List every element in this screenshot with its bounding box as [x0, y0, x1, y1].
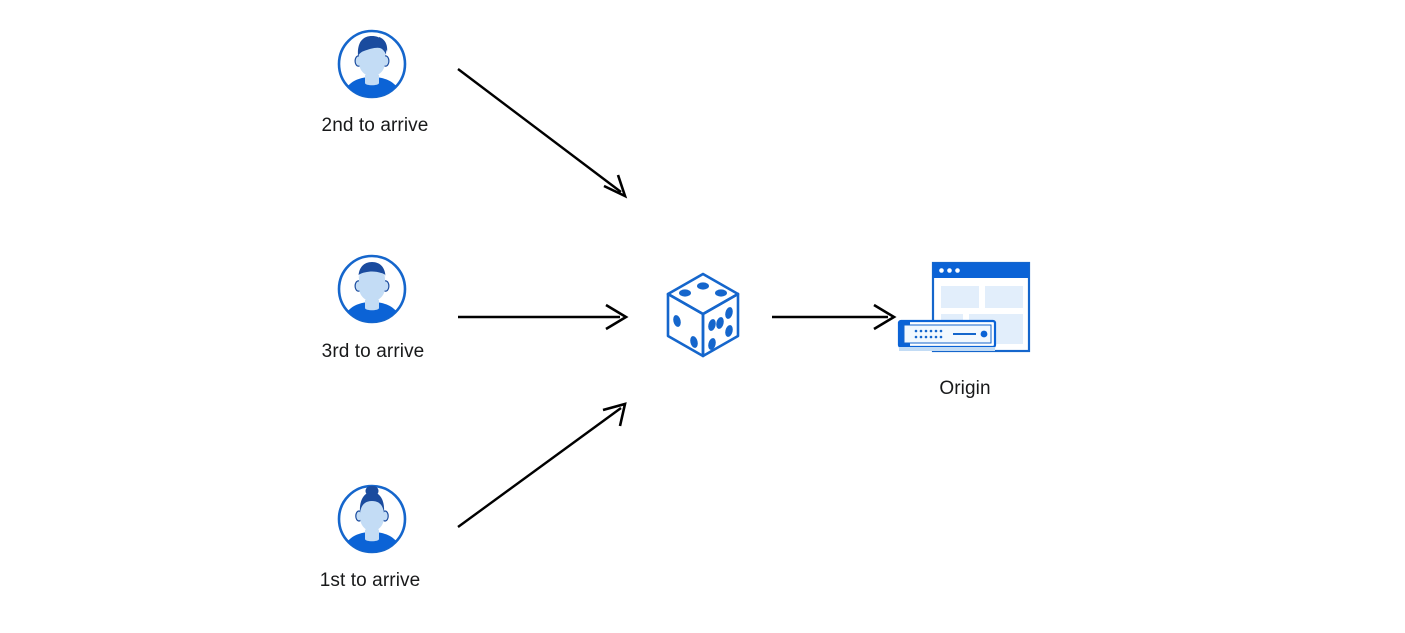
arrow-client-middle-to-dice — [458, 303, 629, 331]
client-top-label: 2nd to arrive — [321, 115, 429, 136]
user-avatar-icon — [337, 29, 407, 99]
arrow-dice-to-origin — [772, 303, 897, 331]
client-top-avatar — [336, 28, 408, 100]
arrow-client-bottom-to-dice — [457, 402, 627, 528]
origin-server-icon — [897, 261, 1031, 353]
user-avatar-icon — [337, 484, 407, 554]
client-bottom-avatar — [336, 483, 408, 555]
client-middle-avatar — [336, 253, 408, 325]
client-middle-label: 3rd to arrive — [321, 341, 425, 362]
server-device-icon — [897, 319, 997, 351]
dice-cube-icon — [666, 272, 740, 358]
dice-node — [660, 268, 746, 364]
client-bottom-label: 1st to arrive — [319, 570, 421, 591]
origin-label: Origin — [939, 378, 991, 399]
origin-node — [895, 255, 1035, 365]
user-avatar-icon — [337, 254, 407, 324]
